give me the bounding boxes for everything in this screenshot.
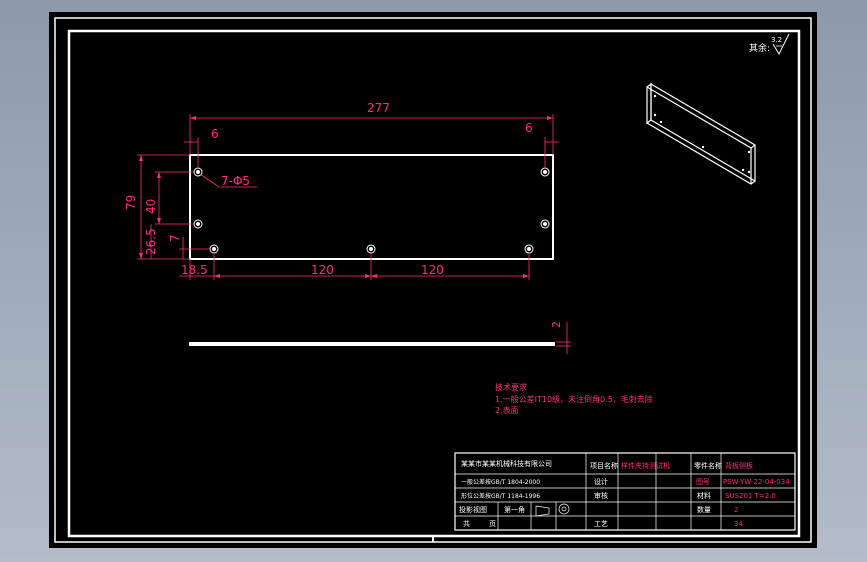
dim-left-offset: 6 bbox=[211, 127, 219, 141]
dim-spacing-2: 120 bbox=[421, 263, 444, 277]
cad-drawing: 其余: 3.2 bbox=[54, 17, 812, 543]
tech-notes-line2: 2.表面 bbox=[495, 405, 519, 415]
project-name-label: 项目名称 bbox=[590, 461, 618, 470]
dim-height: 79 bbox=[124, 195, 138, 210]
material-value: SUS201 T=2.0 bbox=[725, 492, 776, 500]
dim-bottom-hole: 7 bbox=[168, 234, 182, 242]
part-name-value: 背板侧板 bbox=[725, 461, 753, 470]
designer-label: 设计 bbox=[594, 477, 608, 486]
page-label: 页 bbox=[489, 520, 496, 528]
company-name: 某某市某某机械科技有限公司 bbox=[461, 459, 552, 468]
sheet-label: 第一角 bbox=[504, 505, 525, 514]
roughness-value: 3.2 bbox=[771, 36, 782, 44]
dim-bottom-left: 18.5 bbox=[181, 263, 208, 277]
tech-notes-line1: 1.一般公差IT10级，未注倒角0.5，毛刺去除 bbox=[495, 394, 653, 404]
projection-label: 投影视图 bbox=[459, 505, 487, 514]
hole bbox=[524, 244, 534, 254]
drawing-sheet: 其余: 3.2 bbox=[49, 12, 817, 548]
plate-side-view bbox=[189, 342, 555, 346]
dim-right-offset: 6 bbox=[525, 121, 533, 135]
drawing-no-value: PSW-YW-22-04-034 bbox=[723, 478, 790, 486]
title-block: 某某市某某机械科技有限公司 一般公差按GB/T 1804-2000 形位公差按G… bbox=[454, 452, 796, 531]
dim-hole-callout: 7-Φ5 bbox=[221, 174, 250, 188]
hole bbox=[540, 167, 550, 177]
dim-lower-hole: 26.5 bbox=[144, 228, 158, 255]
drawing-no-label: 图号 bbox=[696, 478, 710, 486]
tech-notes-title: 技术要求 bbox=[495, 382, 527, 392]
part-name-label: 零件名称 bbox=[694, 461, 722, 470]
hole bbox=[540, 219, 550, 229]
plate-outline bbox=[189, 154, 554, 260]
total-label: 共 bbox=[463, 519, 470, 528]
dim-hole-row: 40 bbox=[144, 199, 158, 214]
hole bbox=[366, 244, 376, 254]
geometric-tolerance: 形位公差按GB/T 1184-1996 bbox=[461, 492, 540, 500]
hole bbox=[193, 219, 203, 229]
general-tolerance: 一般公差按GB/T 1804-2000 bbox=[461, 478, 540, 486]
process-label: 工艺 bbox=[594, 520, 608, 528]
quantity-label: 数量 bbox=[697, 505, 711, 514]
isometric-holes bbox=[653, 94, 751, 174]
quantity-value: 2 bbox=[734, 506, 738, 514]
unit-value: 34 bbox=[734, 520, 743, 528]
dim-thickness: 2 bbox=[550, 321, 563, 328]
roughness-label: 其余: bbox=[749, 42, 770, 54]
plate-front-view bbox=[189, 154, 554, 260]
isometric-view bbox=[646, 82, 756, 185]
technical-requirements: 技术要求 1.一般公差IT10级，未注倒角0.5，毛刺去除 2.表面 bbox=[495, 382, 653, 415]
material-label: 材料 bbox=[697, 491, 711, 500]
roughness-symbol: 其余: 3.2 bbox=[749, 33, 790, 56]
reviewer-label: 审核 bbox=[594, 491, 608, 500]
project-name-value: 样件夹持测试机 bbox=[621, 461, 670, 470]
hole bbox=[209, 244, 219, 254]
dim-spacing-1: 120 bbox=[311, 263, 334, 277]
dim-overall-width: 277 bbox=[367, 101, 390, 115]
first-angle-projection-icon bbox=[535, 503, 570, 517]
dimension-lines bbox=[137, 114, 571, 354]
dimension-arrows bbox=[139, 116, 553, 278]
